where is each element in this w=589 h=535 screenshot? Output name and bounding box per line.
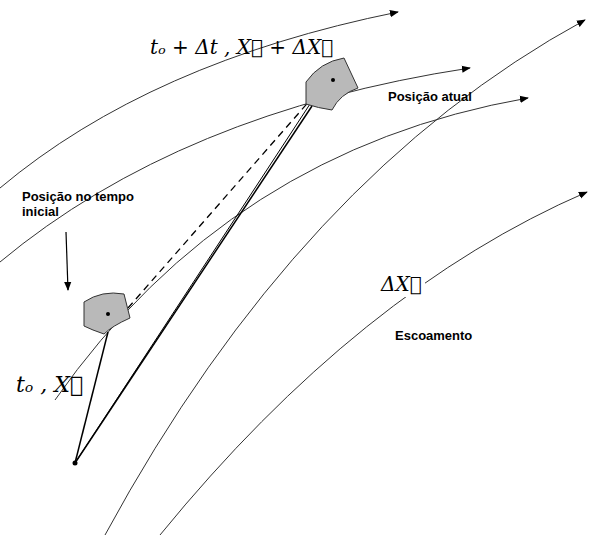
initial-time-position-label: tₒ , X⃗ bbox=[16, 372, 83, 397]
origin-point bbox=[73, 461, 78, 466]
current-position-label: Posição atual bbox=[388, 90, 472, 105]
position-vector bbox=[75, 332, 108, 463]
flow-label: Escoamento bbox=[392, 328, 475, 345]
initial-position-label: Posição no tempo inicial bbox=[22, 190, 142, 220]
streamline bbox=[160, 192, 587, 535]
particle-path bbox=[128, 98, 312, 308]
fluid-particle bbox=[306, 58, 358, 110]
position-vector bbox=[75, 104, 310, 463]
streamline bbox=[105, 20, 585, 535]
streamline bbox=[0, 12, 398, 188]
time-position-label: tₒ + Δt , X⃗ + ΔX⃗ bbox=[150, 36, 333, 59]
fluid-particle bbox=[84, 293, 130, 334]
displacement-label: ΔX⃗ bbox=[378, 272, 425, 297]
streamline bbox=[55, 98, 528, 400]
streamlines bbox=[0, 12, 587, 535]
leader-arrow bbox=[66, 232, 68, 290]
